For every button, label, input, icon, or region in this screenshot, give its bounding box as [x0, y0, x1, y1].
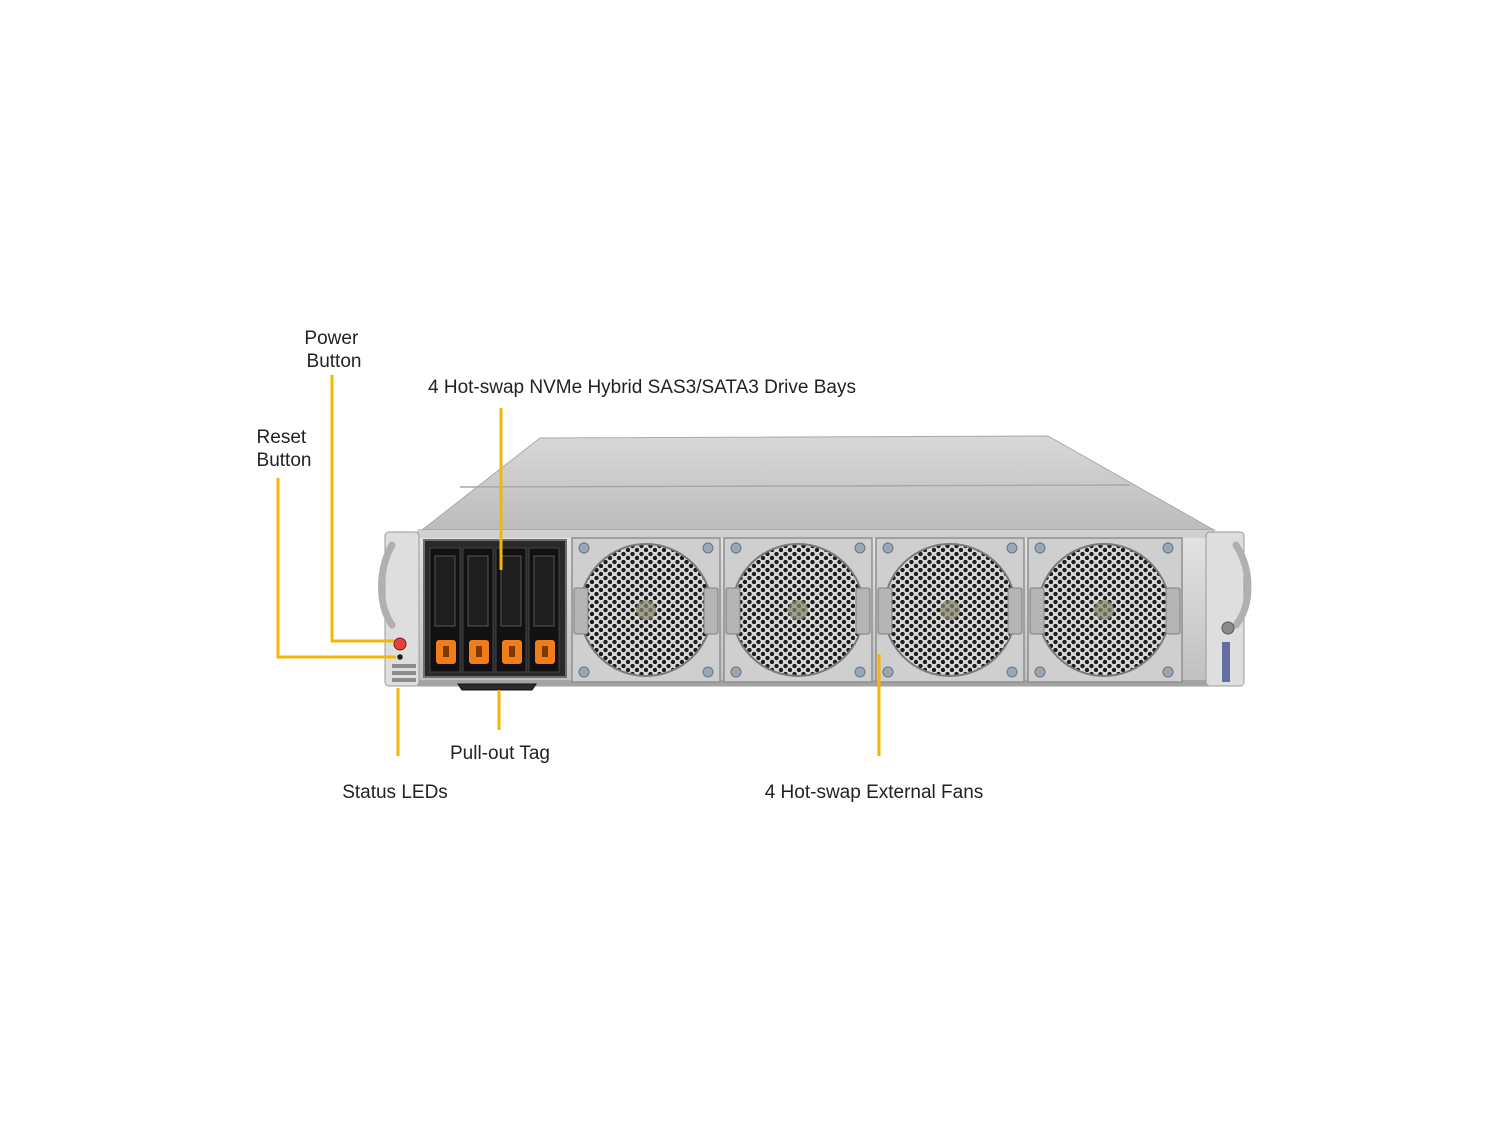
- power-button-icon[interactable]: [393, 637, 407, 651]
- drive-bay-cage: [423, 539, 567, 678]
- rack-handle-icon: [1232, 541, 1252, 629]
- external-fans-label: 4 Hot-swap External Fans: [765, 782, 984, 803]
- power-button-leader: [330, 375, 394, 643]
- fan-module[interactable]: [875, 537, 1025, 683]
- status-led-icon: [392, 664, 416, 682]
- power-button-label: Power Button: [304, 328, 363, 372]
- thumbscrew-icon[interactable]: [1221, 621, 1235, 635]
- reset-button-leader: [276, 478, 396, 659]
- fan-module[interactable]: [1027, 537, 1183, 683]
- drive-bay[interactable]: [462, 547, 494, 673]
- pull-out-tag-label: Pull-out Tag: [450, 743, 550, 764]
- rack-handle-icon: [378, 541, 396, 629]
- drive-bay[interactable]: [528, 547, 560, 673]
- drive-bays-label: 4 Hot-swap NVMe Hybrid SAS3/SATA3 Drive …: [428, 377, 856, 398]
- chassis-top-cover: [420, 435, 1216, 531]
- fan-module[interactable]: [723, 537, 873, 683]
- status-leds-label: Status LEDs: [342, 782, 448, 803]
- drive-bay[interactable]: [429, 547, 461, 673]
- reset-button-icon[interactable]: [397, 654, 403, 660]
- left-rack-ear: [378, 531, 420, 687]
- pull-out-tag[interactable]: [457, 683, 537, 691]
- reset-button-label: Reset Button: [257, 427, 312, 471]
- leader-lines: [276, 375, 881, 756]
- drive-bay[interactable]: [495, 547, 527, 673]
- brand-logo: [1222, 642, 1230, 682]
- right-rack-ear: [1205, 531, 1252, 687]
- fan-module[interactable]: [571, 537, 721, 683]
